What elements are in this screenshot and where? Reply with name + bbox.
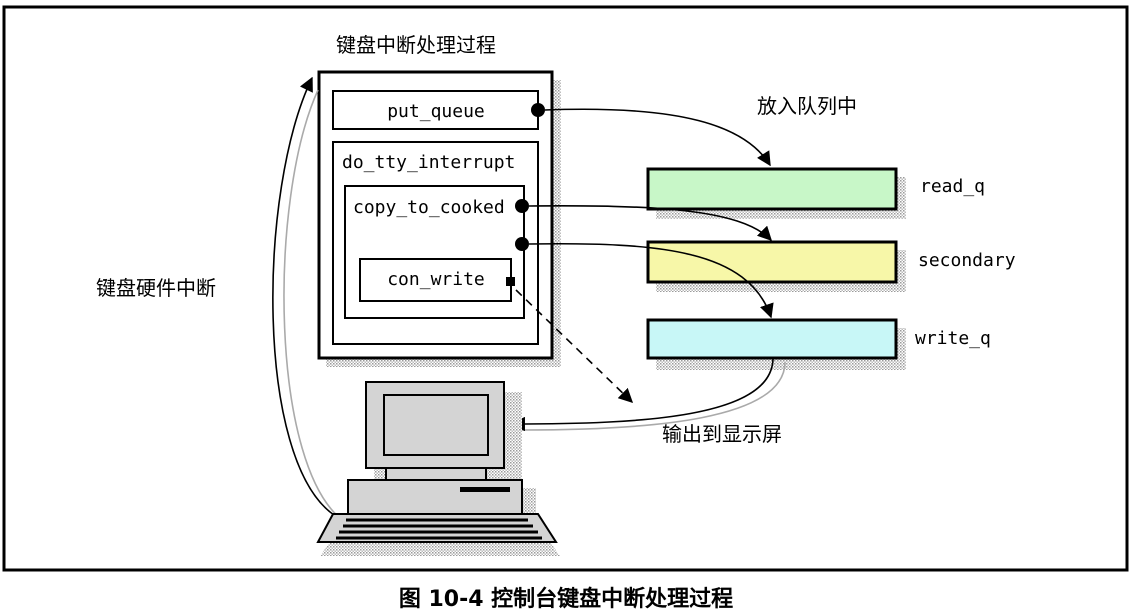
arrow-shadow-to-display [521,361,786,431]
put-queue-label: put_queue [387,101,485,122]
arrow-hardware-shadow [283,89,346,523]
arrow-hardware-interrupt [272,76,335,516]
arrow-copy-to-write-q [528,242,774,319]
con-write-box [359,258,512,302]
arrow-copy-to-secondary [528,205,773,242]
read-q-label: read_q [920,176,985,197]
con-write-label: con_write [387,269,485,290]
put-queue-dot [531,103,545,117]
write-q-label: write_q [915,328,991,349]
copy-to-cooked-label: copy_to_cooked [353,197,505,218]
secondary-bar [646,240,898,284]
secondary-label: secondary [918,250,1016,271]
read-q-bar [646,167,898,211]
copy-to-cooked-dot-2 [515,237,529,251]
figure-caption: 图 10-4 控制台键盘中断处理过程 [399,586,733,612]
do-tty-interrupt-label: do_tty_interrupt [342,152,515,173]
diagram-title: 键盘中断处理过程 [336,33,496,57]
hardware-interrupt-label: 键盘硬件中断 [96,276,216,300]
output-to-display-label: 输出到显示屏 [662,422,782,446]
enqueue-label: 放入队列中 [757,94,857,118]
arrow-put-queue-to-read-q [544,108,771,167]
outer-frame [2,5,1129,572]
put-queue-box [332,90,539,130]
write-q-bar [646,318,898,360]
copy-to-cooked-dot-1 [515,199,529,213]
computer-icon [316,381,560,556]
arrow-write-q-to-display [510,357,774,432]
con-write-port [506,277,515,286]
